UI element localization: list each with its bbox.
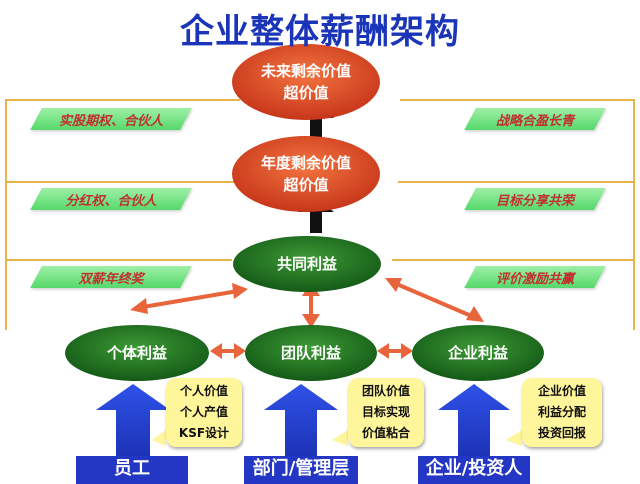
left-tag-dividend-text: 分红权、合伙人 <box>65 193 157 209</box>
frame-top-right <box>400 99 635 330</box>
right-tag-strategy: 战略合盈长青 <box>464 108 606 130</box>
callout-enterprise-line-3: 投资回报 <box>537 426 586 440</box>
callout-team: 团队价值 目标实现 价值粘合 <box>348 378 424 447</box>
left-tag-dividend: 分红权、合伙人 <box>30 188 192 210</box>
callout-individual: 个人价值 个人产值 KSF设计 <box>166 378 242 447</box>
page-title: 企业整体薪酬架构 <box>180 12 460 52</box>
enterprise-interest-label: 企业利益 <box>447 344 508 362</box>
bottom-investor: 企业/投资人 <box>418 456 530 484</box>
callout-individual-line-2: 个人产值 <box>179 405 228 419</box>
future-value-line-2: 超价值 <box>283 84 329 102</box>
left-tag-bonus: 双薪年终奖 <box>30 266 192 288</box>
annual-value-line-2: 超价值 <box>283 176 329 194</box>
frame-lines <box>5 99 635 330</box>
annual-value-line-1: 年度剩余价值 <box>260 154 351 172</box>
future-value-line-1: 未来剩余价值 <box>260 62 351 80</box>
common-interest-oval <box>233 236 381 292</box>
right-tag-evaluation: 评价激励共赢 <box>464 266 606 288</box>
blue-arrow-investor <box>438 384 510 465</box>
right-tag-evaluation-text: 评价激励共赢 <box>495 271 574 287</box>
future-value-label: 未来剩余价值 超价值 <box>232 60 380 104</box>
callout-pointers <box>152 430 522 446</box>
callout-team-line-1: 团队价值 <box>361 384 410 398</box>
callout-enterprise-line-2: 利益分配 <box>537 405 586 419</box>
callout-team-line-2: 目标实现 <box>361 405 410 419</box>
blue-up-arrows <box>96 384 510 465</box>
individual-interest-label: 个体利益 <box>106 344 167 362</box>
callout-enterprise-line-1: 企业价值 <box>537 384 586 398</box>
blue-arrow-employee <box>96 384 170 465</box>
frame-top-left <box>5 99 240 330</box>
callout-enterprise: 企业价值 利益分配 投资回报 <box>522 378 602 447</box>
team-interest-oval <box>245 325 377 381</box>
callout-individual-line-1: 个人价值 <box>179 384 228 398</box>
callout-individual-line-3: KSF设计 <box>178 426 230 440</box>
team-interest-label: 团队利益 <box>280 344 341 362</box>
individual-interest-oval <box>65 325 209 381</box>
callout-team-line-3: 价值粘合 <box>361 426 410 440</box>
left-tag-equity-text: 实股期权、合伙人 <box>58 113 163 129</box>
right-tag-target: 目标分享共荣 <box>464 188 606 210</box>
left-tag-bonus-text: 双薪年终奖 <box>78 271 144 287</box>
bottom-employee: 员工 <box>76 456 188 484</box>
enterprise-interest-oval <box>412 325 544 381</box>
blue-arrow-department <box>264 384 338 465</box>
annual-value-oval <box>232 136 380 212</box>
bottom-department: 部门/管理层 <box>244 456 358 484</box>
future-value-oval <box>232 44 380 120</box>
left-tag-equity: 实股期权、合伙人 <box>30 108 192 130</box>
common-interest-label: 共同利益 <box>276 255 337 273</box>
right-tag-target-text: 目标分享共荣 <box>495 193 574 209</box>
right-tag-strategy-text: 战略合盈长青 <box>495 113 574 129</box>
annual-value-label: 年度剩余价值 超价值 <box>232 152 380 196</box>
